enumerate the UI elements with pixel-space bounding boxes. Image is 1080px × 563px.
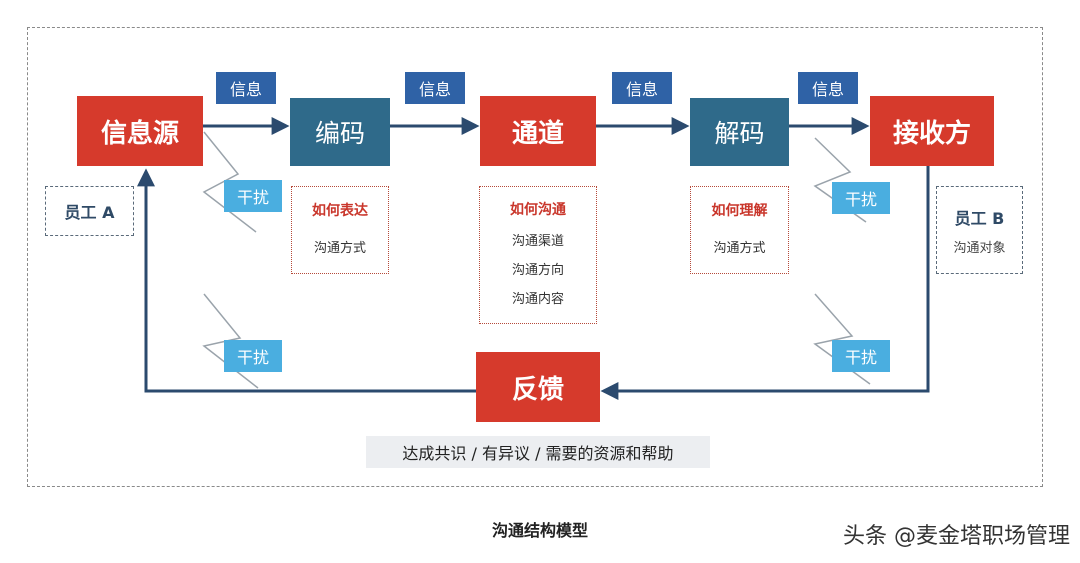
arrow-feedback-source [137, 168, 476, 393]
node-encode: 编码 [290, 98, 390, 166]
node-decode: 解码 [690, 98, 789, 166]
diagram-caption: 沟通结构模型 [491, 521, 588, 540]
note-encode-head: 如何表达 [312, 202, 368, 219]
node-channel: 通道 [480, 96, 596, 166]
node-feedback: 反馈 [476, 352, 600, 422]
note-channel-head: 如何沟通 [510, 201, 566, 218]
noise-zigzag-1 [202, 131, 257, 233]
note-encode: 如何表达 沟通方式 [291, 186, 389, 274]
note-decode: 如何理解 沟通方式 [690, 186, 789, 274]
note-channel: 如何沟通 沟通渠道 沟通方向 沟通内容 [479, 186, 597, 324]
noise-tag-3: 干扰 [832, 182, 890, 214]
note-decode-line: 沟通方式 [713, 240, 766, 256]
employee-a-name: 员工 A [64, 203, 115, 222]
arrow-receiver-feedback [600, 166, 930, 400]
noise-tag-2: 干扰 [224, 340, 282, 372]
note-channel-line-2: 沟通方向 [511, 262, 564, 278]
message-tag-2: 信息 [405, 72, 465, 104]
note-encode-line: 沟通方式 [313, 240, 366, 256]
feedback-outcome: 达成共识 / 有异议 / 需要的资源和帮助 [366, 436, 710, 468]
message-tag-4: 信息 [798, 72, 858, 104]
employee-b-name: 员工 B [954, 208, 1005, 228]
message-tag-1: 信息 [216, 72, 276, 104]
employee-a: 员工 A [45, 186, 134, 236]
node-source: 信息源 [77, 96, 203, 166]
note-decode-head: 如何理解 [711, 202, 768, 219]
employee-b: 员工 B 沟通对象 [936, 186, 1023, 274]
node-receiver: 接收方 [870, 96, 994, 166]
note-channel-line-3: 沟通内容 [511, 291, 564, 307]
note-channel-line-1: 沟通渠道 [511, 233, 564, 249]
watermark: 头条 @麦金塔职场管理 [843, 524, 1070, 549]
diagram-frame [27, 27, 1043, 487]
noise-tag-4: 干扰 [832, 340, 890, 372]
noise-tag-1: 干扰 [224, 180, 282, 212]
message-tag-3: 信息 [612, 72, 672, 104]
employee-b-sub: 沟通对象 [953, 240, 1006, 256]
